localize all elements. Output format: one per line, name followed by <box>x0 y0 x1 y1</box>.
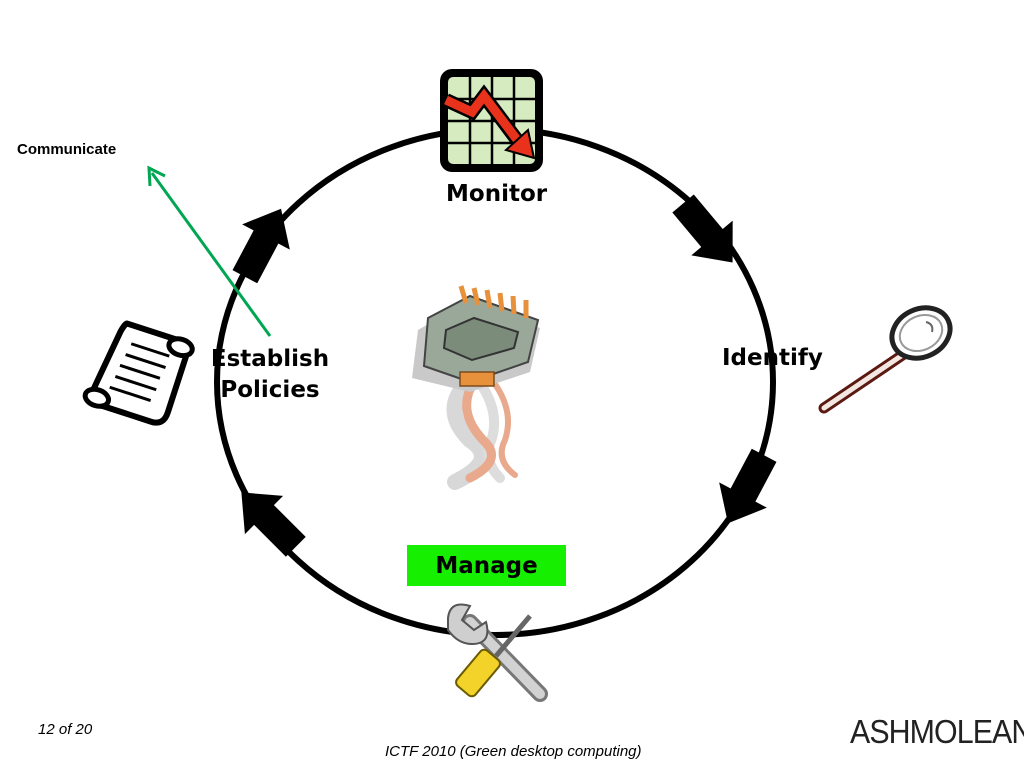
footer-caption: ICTF 2010 (Green desktop computing) <box>385 743 642 760</box>
chart-declining-icon <box>440 69 543 172</box>
establish-line: Establish <box>210 346 330 372</box>
communicate-arrow <box>147 165 272 337</box>
manage-box: Manage <box>407 545 566 586</box>
policies-line: Policies <box>220 377 320 403</box>
cycle-arrow-icon <box>232 208 290 284</box>
identify-label: Identify <box>722 345 823 371</box>
communicate-label: Communicate <box>17 141 117 158</box>
slide-number: 12 of 20 <box>38 721 93 738</box>
ashmolean-logo: ASHMOLEAN <box>850 713 1024 750</box>
magnifying-glass-icon <box>818 305 953 414</box>
cycle-arrow-icon <box>672 194 733 263</box>
scroll-icon <box>82 320 195 426</box>
network-plug-icon <box>412 285 540 490</box>
manage-label: Manage <box>435 552 538 579</box>
cycle-arrow-icon <box>241 492 306 557</box>
tools-icon <box>447 603 548 702</box>
monitor-label: Monitor <box>446 181 548 207</box>
establish-policies-label: Establish Policies <box>204 344 336 406</box>
cycle-arrow-icon <box>719 448 777 524</box>
